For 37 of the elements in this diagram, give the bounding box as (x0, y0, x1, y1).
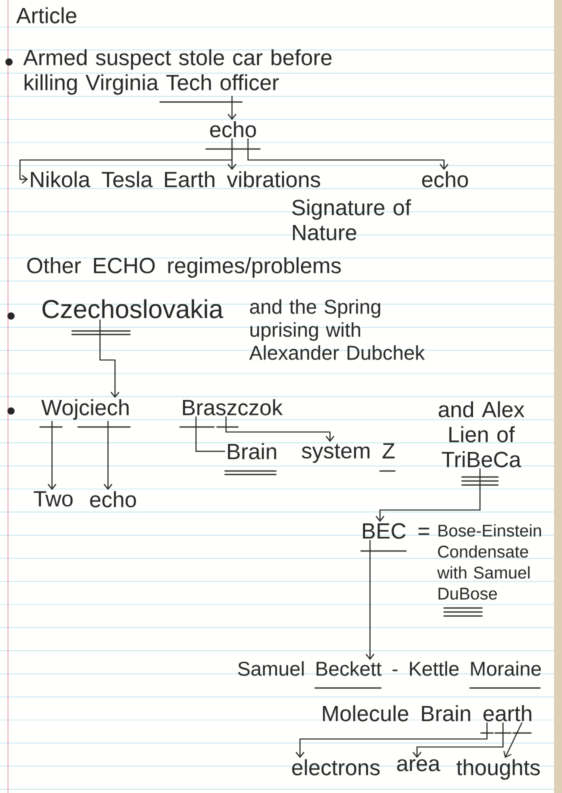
note-text: echo (422, 171, 468, 188)
note-text: Earth vibrations (165, 171, 320, 188)
note-text: thoughts (456, 759, 540, 780)
note-text: Bose-Einstein Condensate with Samuel DuBose (437, 524, 541, 600)
note-text: area (397, 759, 440, 772)
arrow (228, 138, 236, 170)
note-text: Wojciech (41, 399, 129, 420)
note-text: Samuel Beckett - Kettle Moraine (238, 661, 541, 676)
arrow (247, 138, 448, 170)
note-text: BEC = (363, 523, 430, 539)
arrow (366, 540, 374, 660)
arrow (228, 96, 236, 120)
note-text: Molecule Brain earth (323, 705, 532, 722)
note-text: Czechoslovakia (42, 299, 224, 318)
note-text: and the Spring uprising with Alexander Dubchek (249, 299, 425, 360)
note-text: electrons (292, 759, 380, 776)
note-text: Nikola Tesla (31, 171, 153, 188)
note-text: Brain (228, 443, 276, 460)
note-text: Signature of Nature (292, 199, 412, 240)
note-text: and Alex Lien of TriBeCa (438, 401, 524, 468)
arrow (503, 722, 522, 758)
arrow (99, 320, 120, 398)
note-text: Armed suspect stole car before killing Virginia Tech officer (23, 49, 332, 95)
note-text: echo (210, 121, 256, 138)
connector-line (195, 416, 225, 452)
arrow (296, 722, 488, 758)
note-text: Two (34, 491, 73, 507)
arrow (48, 420, 56, 490)
arrow (376, 468, 481, 522)
heading: Article (16, 7, 76, 24)
note-text: Braszczok (183, 399, 283, 416)
arrow (225, 416, 334, 442)
note-text: Other ECHO regimes/problems (27, 257, 341, 278)
note-text: echo (90, 491, 136, 508)
arrow (412, 722, 504, 758)
arrow (104, 420, 112, 490)
note-text: system Z (302, 443, 395, 463)
